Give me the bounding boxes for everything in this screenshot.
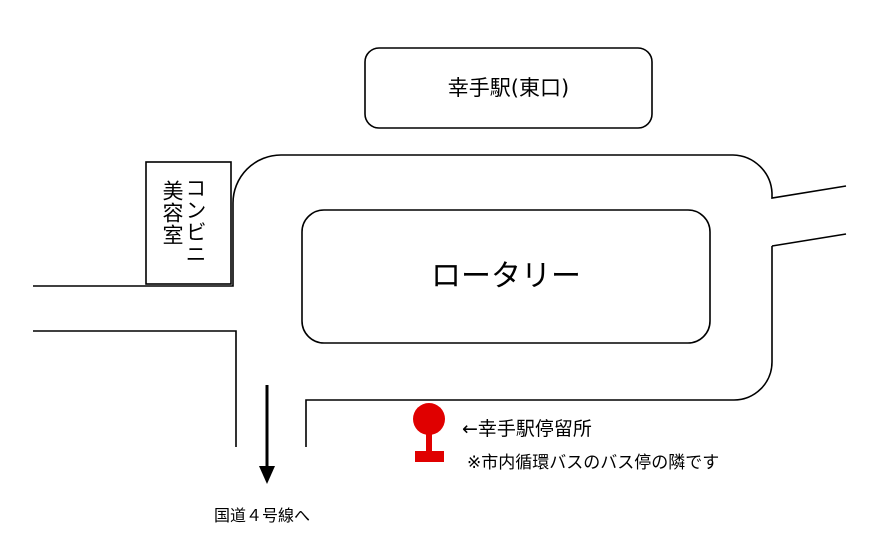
east-road-north-edge (771, 185, 847, 199)
route-label: 国道４号線へ (214, 506, 311, 525)
station-label: 幸手駅(東口) (447, 75, 570, 100)
rotary-outer-road-edge (232, 154, 773, 204)
rotary-island (301, 209, 711, 344)
beauty-salon-label: 美容室 (160, 180, 184, 246)
bus-stop-label: ←幸手駅停留所 (462, 418, 592, 440)
west-road-north-edge (33, 203, 234, 287)
convenience-store-label: コンビニ (183, 177, 207, 265)
bus-stop-base (415, 451, 444, 462)
bus-stop-sign (413, 403, 445, 435)
east-road-south-edge (771, 233, 847, 247)
shop-building (145, 161, 232, 285)
rotary-label: ロータリー (431, 258, 581, 294)
west-road-south-edge (33, 330, 237, 447)
rotary-east-lower-edge (305, 246, 773, 447)
arrow-down-icon (259, 385, 275, 484)
bus-stop-pole (426, 433, 432, 451)
bus-stop-marker-icon (413, 403, 445, 462)
station-building (364, 47, 653, 129)
bus-stop-note: ※市内循環バスのバス停の隣です (467, 453, 720, 473)
